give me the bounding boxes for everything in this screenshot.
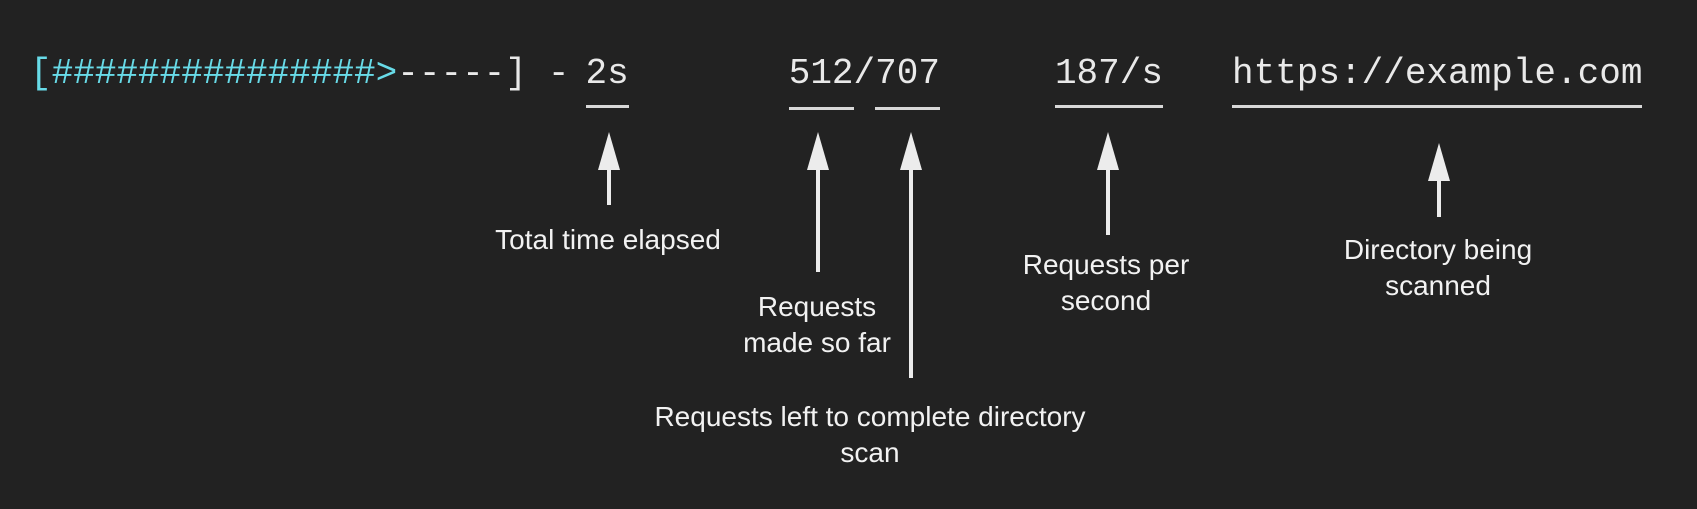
requests-total-value: 707	[875, 53, 940, 110]
annotation-label-request-rate: Requests per second	[1022, 249, 1190, 316]
up-arrow-icon	[899, 132, 923, 378]
request-rate-value: 187/s	[1054, 56, 1163, 108]
up-arrow-icon	[1427, 143, 1451, 217]
progress-bar-filled: [###############>	[30, 53, 398, 94]
progress-bar-remaining: -----]	[397, 53, 527, 94]
terminal-output-line: [###############>-----] - 2s 512/707 187…	[30, 53, 1643, 110]
progress-bar: [###############>-----]	[30, 56, 527, 92]
arrow-shaft	[1106, 170, 1110, 235]
requests-made-value: 512	[788, 53, 854, 110]
annotation-label-directory-scanned: Directory being scanned	[1343, 234, 1533, 301]
separator-dash: -	[547, 53, 570, 94]
target-url-value: https://example.com	[1231, 56, 1643, 108]
requests-counter: 512/707	[788, 53, 940, 110]
arrow-head	[807, 132, 829, 170]
elapsed-time-value: 2s	[585, 56, 629, 108]
arrow-head	[1097, 132, 1119, 170]
arrow-shaft	[607, 170, 611, 205]
up-arrow-icon	[806, 132, 830, 272]
up-arrow-icon	[597, 132, 621, 205]
arrow-head	[900, 132, 922, 170]
arrow-shaft	[1437, 181, 1441, 217]
requests-slash: /	[853, 53, 876, 94]
annotation-label-requests-left: Requests left to complete directory scan	[654, 401, 1086, 468]
arrow-head	[598, 132, 620, 170]
annotation-label-time-elapsed: Total time elapsed	[495, 224, 721, 255]
arrow-head	[1428, 143, 1450, 181]
up-arrow-icon	[1096, 132, 1120, 235]
arrow-shaft	[909, 170, 913, 378]
annotation-label-requests-made: Requests made so far	[743, 291, 891, 358]
arrow-shaft	[816, 170, 820, 272]
